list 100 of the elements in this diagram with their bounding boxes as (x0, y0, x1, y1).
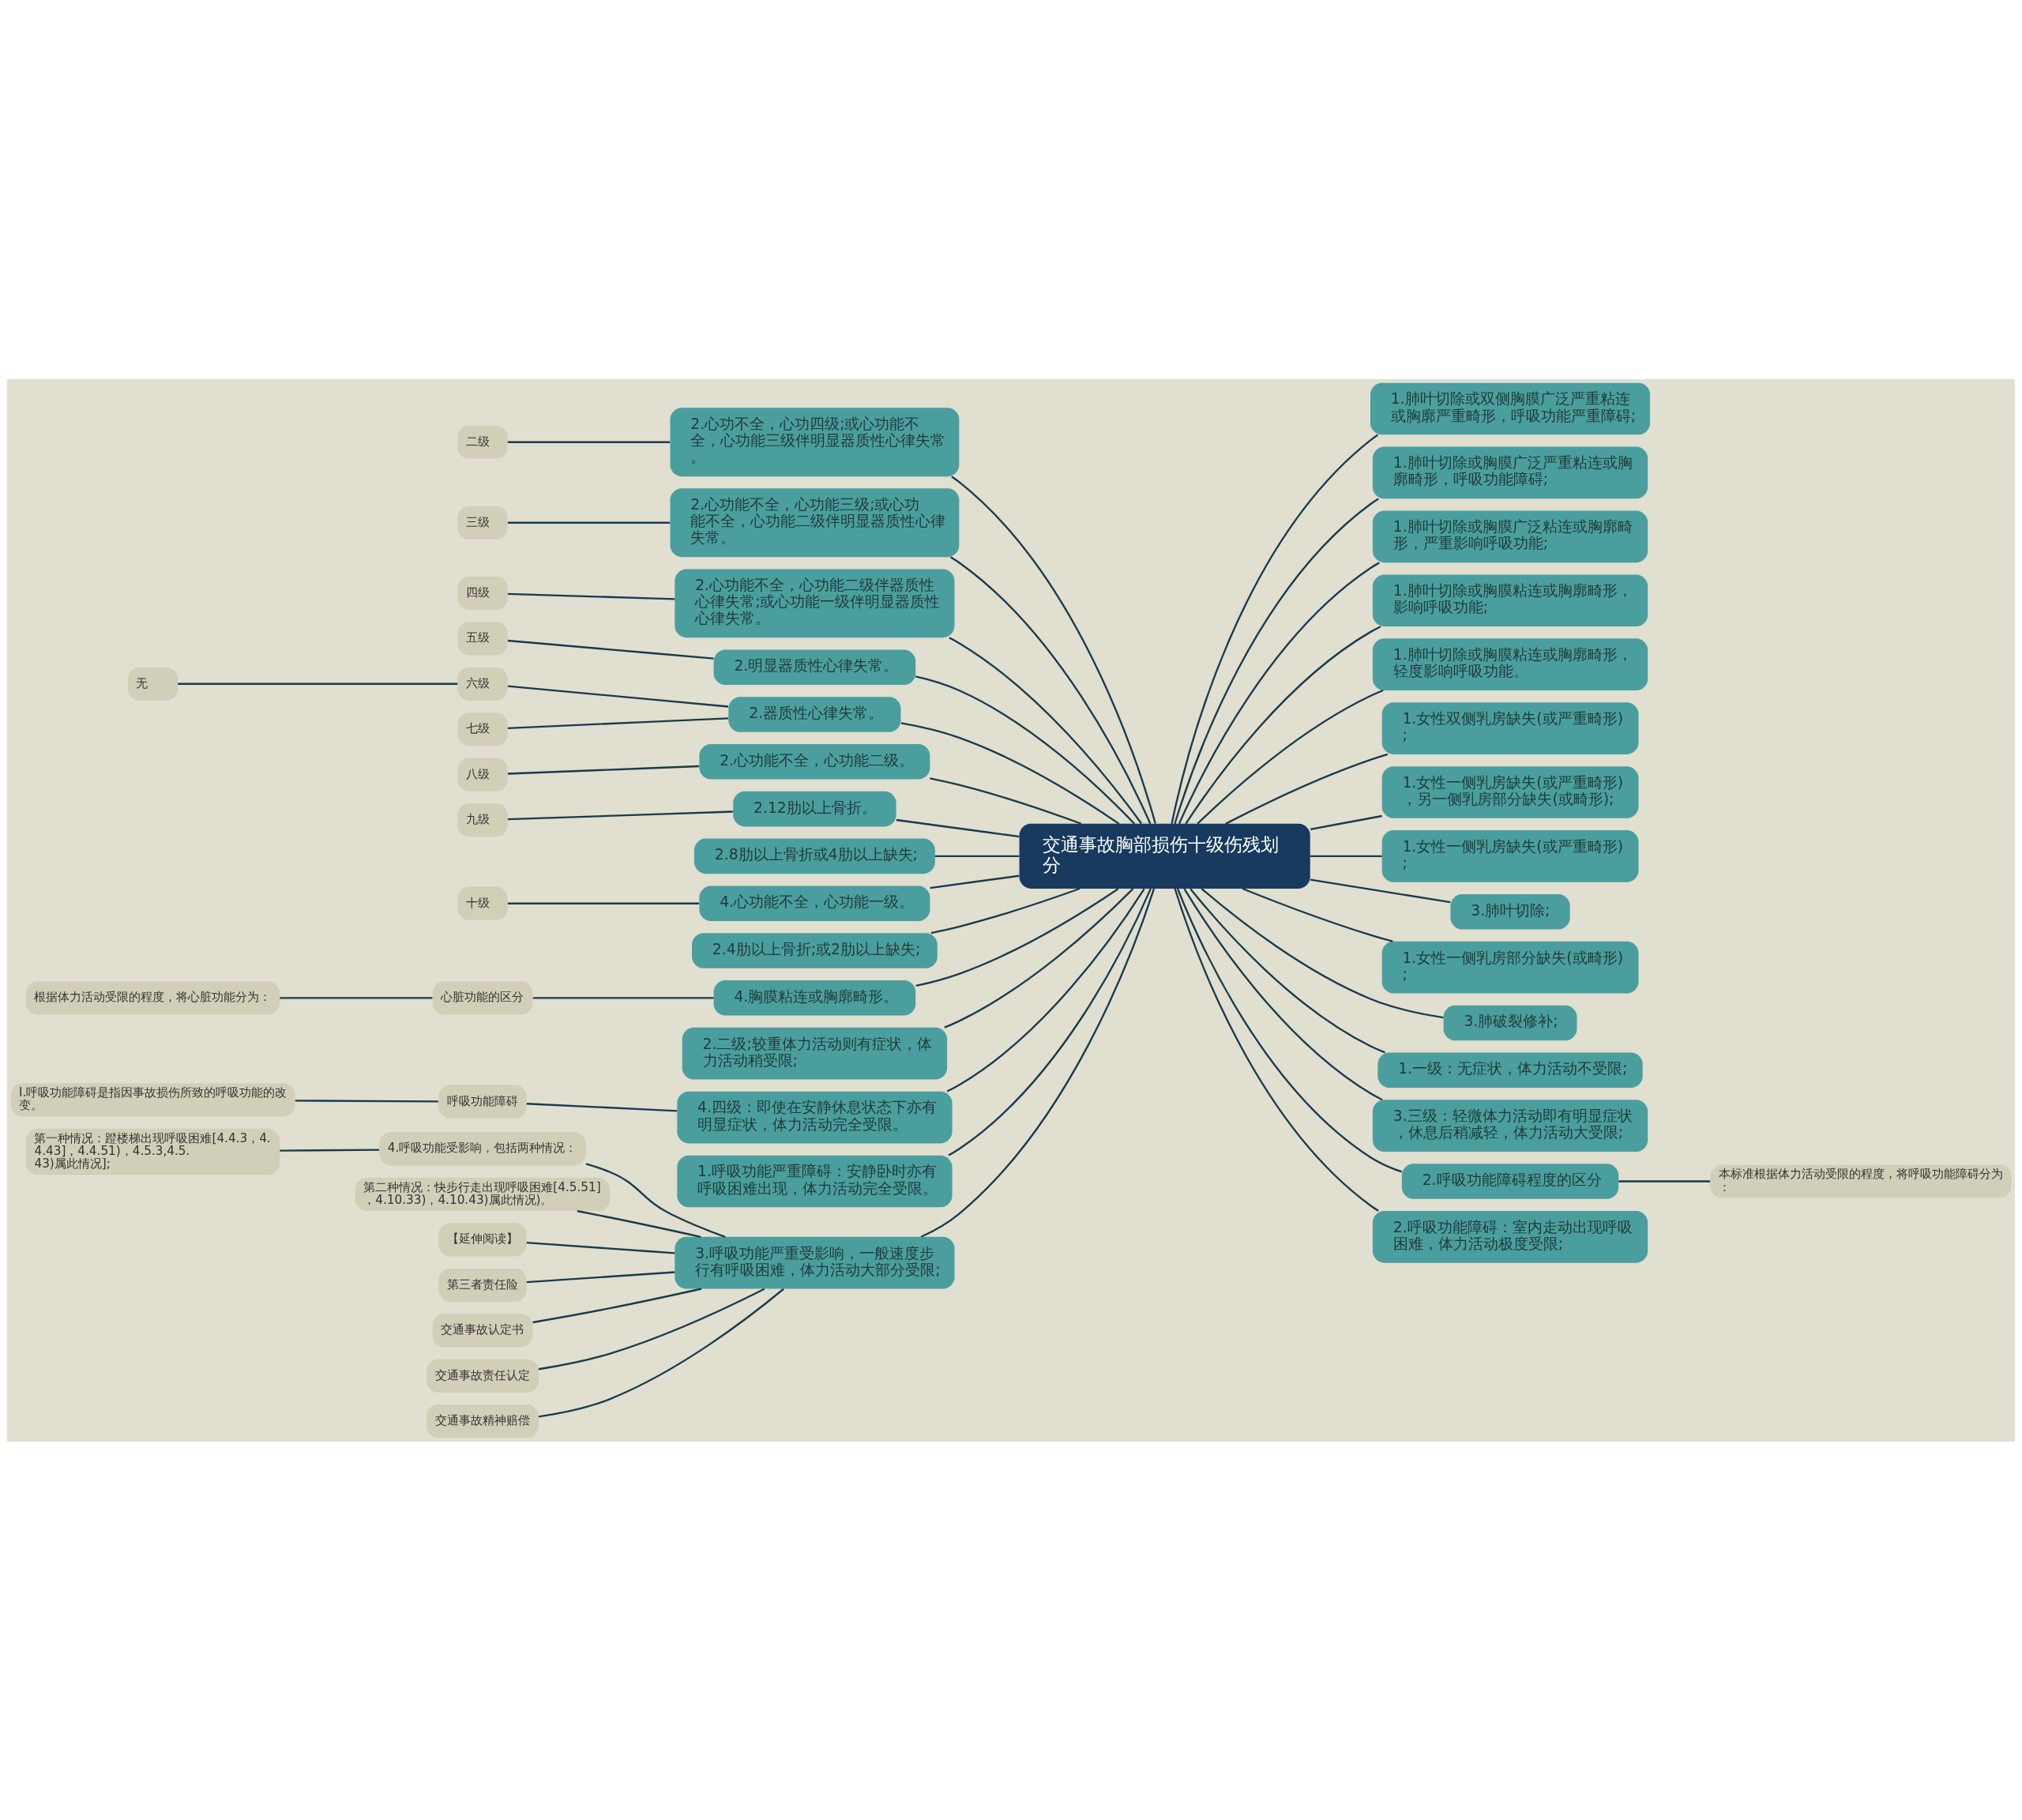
connector (1618, 1179, 1711, 1183)
connector (507, 902, 700, 904)
connector (295, 1099, 438, 1102)
connector (1310, 878, 1451, 903)
connector (507, 765, 700, 775)
connector (1174, 498, 1379, 824)
connector (538, 1288, 784, 1417)
node-box: 2.8肋以上骨折或4肋以上缺失; (693, 838, 935, 874)
node-box: 根据体力活动受限的程度，将心脏功能分为： (25, 980, 280, 1014)
connector (538, 1288, 765, 1370)
node-box: 本标准根据体力活动受限的程度，将呼吸功能障碍分为： (1710, 1164, 2012, 1198)
node-box: 二级 (457, 425, 508, 459)
connector (1178, 561, 1380, 824)
node-box: 第三者责任险 (438, 1268, 527, 1302)
node-box: 九级 (457, 803, 508, 837)
connector (280, 1148, 380, 1152)
node-box: 4.胸膜粘连或胸廓畸形。 (713, 980, 916, 1016)
connector (949, 555, 1152, 824)
connector (930, 777, 1082, 825)
node-box: 2.明显器质性心律失常。 (713, 649, 916, 685)
connector (526, 1270, 675, 1283)
connector (1310, 814, 1382, 830)
connector (949, 636, 1142, 824)
node-box: 1.肺叶切除或胸膜粘连或胸廓畸形，轻度影响呼吸功能。 (1372, 637, 1648, 690)
connector (1183, 888, 1383, 1100)
node-box: 3.肺破裂修补; (1443, 1005, 1577, 1040)
connector (532, 1287, 702, 1323)
connector (1225, 753, 1389, 825)
node-box: 七级 (457, 712, 508, 746)
node-box: 2.呼吸功能障碍：室内走动出现呼吸困难，体力活动极度受限; (1372, 1210, 1648, 1263)
node-box: 1.女性一侧乳房部分缺失(或畸形); (1381, 941, 1639, 993)
node-box: 4.四级：即使在安静休息状态下亦有明显症状，体力活动完全受限。 (677, 1091, 953, 1143)
connector (1176, 888, 1402, 1172)
node-box: 2.呼吸功能障碍程度的区分 (1401, 1163, 1619, 1199)
node-box: 呼吸功能障碍 (438, 1085, 527, 1119)
node-box: 1.一级：无症状，体力活动不受限; (1377, 1052, 1643, 1088)
connector (946, 888, 1145, 1092)
connector (1185, 625, 1381, 824)
connector (948, 888, 1152, 1156)
connector (1174, 888, 1379, 1212)
node-box: 十级 (457, 886, 508, 920)
node-box: 交通事故胸部损伤十级伤残划分 (1019, 823, 1310, 889)
node-box: 心脏功能的区分 (432, 980, 533, 1014)
connector (930, 887, 1081, 934)
node-box: 第二种情况：快步行走出现呼吸困难[4.5.51]，4.10.33)，4.10.43)属此情况)。 (355, 1177, 611, 1211)
node-box: 三级 (457, 506, 508, 540)
node-box: 2.二级;较重体力活动则有症状，体力活动稍受限; (682, 1027, 948, 1079)
node-box: 六级 (457, 667, 508, 701)
connector (507, 810, 733, 820)
connector (178, 682, 458, 685)
connector (951, 475, 1156, 824)
node-box: 2.心功能不全，心功能二级。 (699, 743, 930, 780)
node-box: Ⅰ.呼吸功能障碍是指因事故损伤所致的呼吸功能的改变。 (10, 1082, 295, 1116)
connector (935, 855, 1020, 857)
connector (507, 592, 675, 600)
node-box: 四级 (457, 576, 508, 610)
node-box: 交通事故认定书 (432, 1313, 533, 1347)
node-box: 八级 (457, 758, 508, 792)
node-box: 3.三级：轻微体力活动即有明显症状，休息后稍减轻，体力活动大受限; (1372, 1099, 1648, 1152)
connector (507, 716, 729, 729)
connector (577, 1209, 701, 1238)
connector (507, 639, 714, 660)
connector (585, 1162, 726, 1238)
node-box: 2.4肋以上骨折;或2肋以上缺失; (692, 932, 938, 968)
connector (896, 818, 1020, 837)
connector (900, 721, 1120, 825)
node-box: 3.呼吸功能严重受影响，一般速度步行有呼吸困难，体力活动大部分受限; (675, 1236, 955, 1288)
connector (507, 684, 729, 708)
node-box: 五级 (457, 621, 508, 655)
node-box: 2.12肋以上骨折。 (733, 791, 896, 826)
node-box: 1.肺叶切除或胸膜粘连或胸廓畸形，影响呼吸功能; (1372, 573, 1648, 626)
connector (1190, 887, 1385, 1053)
node-box: 2.心功能不全，心功能三级;或心功能不全，心功能二级伴明显器质性心律失常。 (670, 487, 960, 557)
node-box: 1.女性双侧乳房缺失(或严重畸形); (1381, 701, 1639, 754)
node-box: 交通事故精神赔偿 (427, 1404, 539, 1438)
connector (1171, 434, 1379, 824)
node-box: 1.呼吸功能严重障碍：安静卧时亦有呼吸困难出现，体力活动完全受限。 (677, 1155, 953, 1207)
connector (280, 996, 433, 998)
connector (1310, 855, 1382, 857)
connector (526, 1241, 675, 1254)
connector (1197, 689, 1384, 824)
connector (526, 1102, 678, 1111)
connector (507, 521, 671, 524)
node-box: 1.女性一侧乳房缺失(或严重畸形); (1381, 829, 1639, 882)
node-box: 交通事故责任认定 (427, 1359, 539, 1393)
node-box: 1.肺叶切除或胸膜广泛严重粘连或胸廓畸形，呼吸功能障碍; (1372, 446, 1648, 498)
node-box: 3.肺叶切除; (1450, 893, 1570, 930)
node-box: 无 (127, 667, 179, 701)
node-box: 第一种情况：蹬楼梯出现呼吸困难[4.4.3，4.4.43]，4.4.51)，4.5.3,4.5.43)属此情况]; (25, 1128, 280, 1175)
node-box: 1.女性一侧乳房缺失(或严重畸形)，另一侧乳房部分缺失(或畸形); (1381, 765, 1639, 818)
node-box: 1.肺叶切除或双侧胸膜广泛严重粘连或胸廓严重畸形，呼吸功能严重障碍; (1370, 382, 1651, 434)
node-box: 【延伸阅读】 (438, 1222, 527, 1256)
connector (507, 441, 671, 443)
connector (1242, 887, 1393, 942)
node-box: 4.呼吸功能受影响，包括两种情况： (379, 1131, 586, 1166)
connector (532, 996, 714, 998)
node-box: 1.肺叶切除或胸膜广泛粘连或胸廓畸形，严重影响呼吸功能; (1372, 510, 1648, 562)
node-box: 2.心功能不全，心功能二级伴器质性心律失常;或心功能一级伴明显器质性心律失常。 (675, 568, 955, 637)
node-box: 4.心功能不全，心功能一级。 (699, 885, 930, 921)
node-box: 2.心功不全，心功四级;或心功能不全，心功能三级伴明显器质性心律失常。 (670, 407, 960, 476)
